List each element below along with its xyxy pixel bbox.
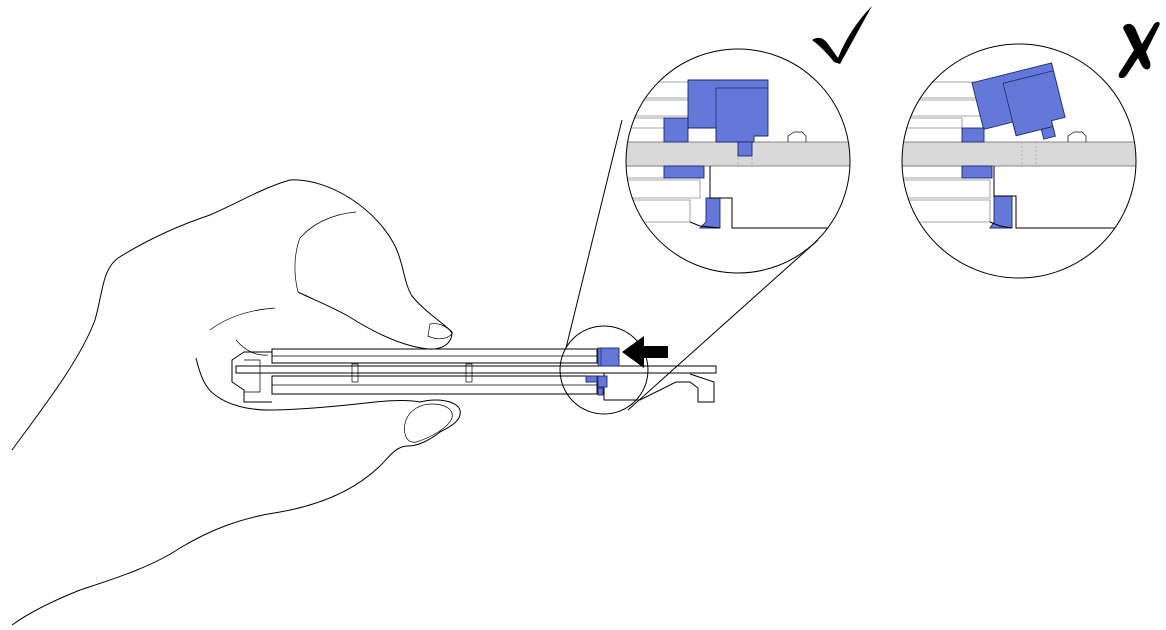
palm-crease	[235, 339, 269, 356]
latch-lower	[597, 375, 608, 388]
knuckle-line	[294, 211, 357, 293]
left-bracket-inner	[244, 359, 261, 393]
incorrect-detail-view	[901, 43, 1137, 279]
hand-outline-top	[11, 179, 453, 451]
latch-seated	[687, 79, 769, 143]
board-cross-section	[626, 141, 850, 167]
hand-outline-lower	[195, 357, 421, 411]
thumb-outline	[11, 399, 461, 626]
finger-crease	[209, 307, 276, 331]
fingernail	[427, 323, 453, 340]
connector-housing	[603, 373, 715, 403]
backplane-board	[235, 365, 717, 374]
correct-detail-circle	[625, 48, 851, 274]
correct-detail-view	[625, 48, 851, 274]
screw	[465, 375, 473, 383]
hand-illustration	[11, 179, 461, 626]
module-assembly	[231, 325, 717, 415]
screw	[351, 375, 359, 383]
latch-tail	[597, 387, 604, 396]
retention-clip-latch	[597, 347, 620, 367]
leader-line-bottom	[627, 239, 819, 411]
checkmark-icon	[812, 6, 872, 64]
detail-callout-circle	[559, 325, 649, 415]
left-bracket	[231, 351, 272, 403]
leader-line-top	[565, 119, 623, 349]
incorrect-detail-circle	[901, 43, 1137, 279]
arrow-left-icon	[622, 336, 668, 368]
thumbnail	[404, 403, 453, 443]
x-mark-icon	[1118, 21, 1160, 79]
latch-foot	[585, 375, 598, 383]
board-cross-section	[902, 141, 1136, 167]
